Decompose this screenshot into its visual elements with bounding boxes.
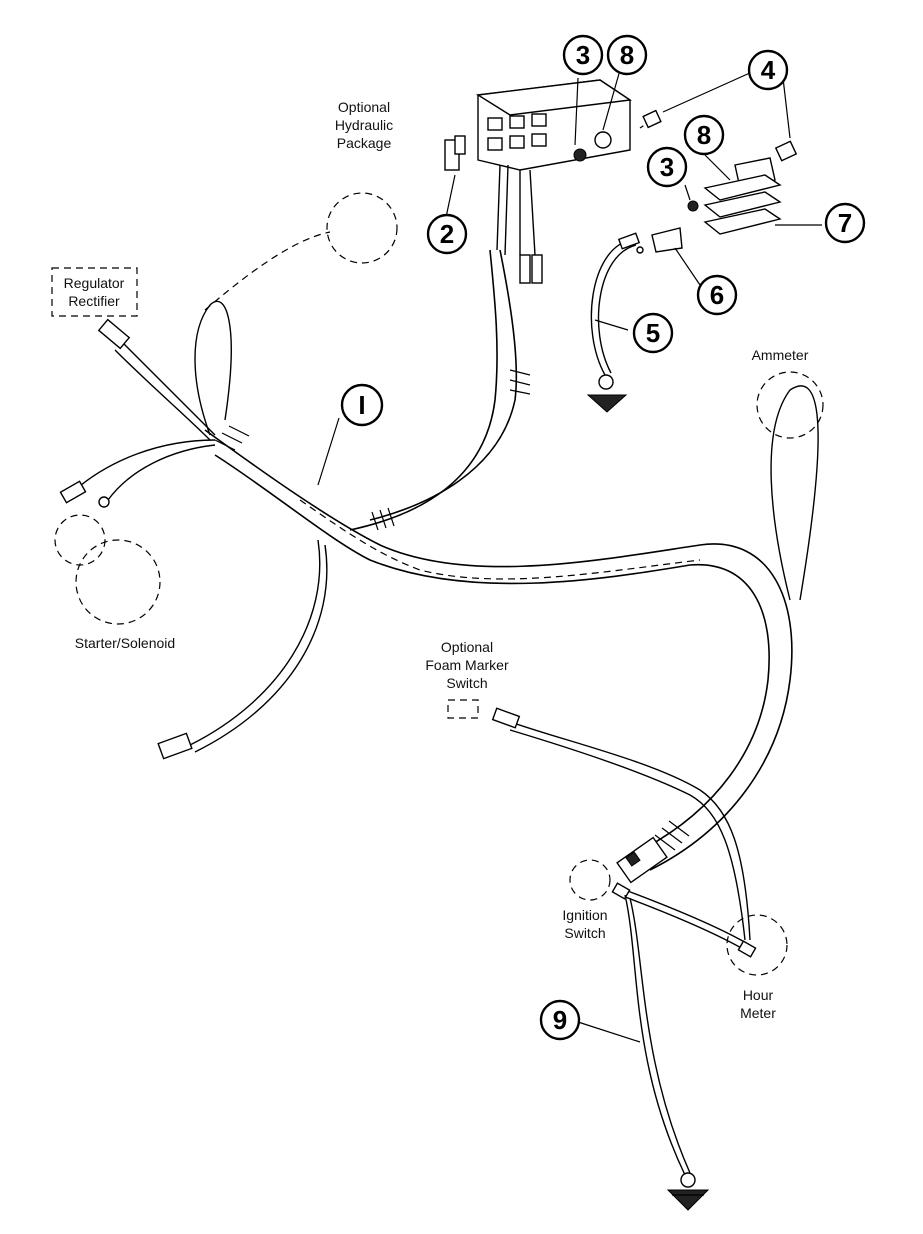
callout-3a: 3 [576, 40, 590, 70]
label-hour-1: Hour [743, 987, 774, 1003]
callout-7: 7 [838, 208, 852, 238]
regulator-connector [97, 318, 131, 350]
callout-8b: 8 [697, 120, 711, 150]
callouts: I 2 3 8 4 8 3 7 6 5 9 [340, 34, 866, 1041]
ground-wire-9 [624, 894, 710, 1211]
starter-outline [75, 539, 161, 625]
ignition-connector [569, 836, 788, 976]
ground-symbol-9 [666, 1189, 710, 1211]
callout-circle-8a [606, 34, 648, 76]
label-regulator-1: Regulator [64, 275, 125, 291]
label-regulator-2: Rectifier [68, 293, 120, 309]
label-foam-1: Optional [441, 639, 493, 655]
callout-4: 4 [761, 55, 776, 85]
callout-circle-6 [696, 274, 738, 316]
callout-circle-7 [824, 202, 866, 244]
relay-block [444, 79, 632, 284]
callout-5: 5 [646, 318, 660, 348]
optional-outlines [51, 192, 479, 719]
label-foam-2: Foam Marker [425, 657, 509, 673]
branch-wires [59, 231, 331, 760]
screw-4a [642, 109, 662, 129]
label-ammeter: Ammeter [752, 347, 809, 363]
harness-plug [616, 836, 668, 884]
hardware [636, 109, 798, 254]
foam-marker-wire [491, 707, 751, 941]
main-harness [204, 249, 793, 871]
callout-circle-5 [632, 312, 674, 354]
callout-circle-1 [340, 383, 384, 427]
callout-9: 9 [553, 1005, 567, 1035]
label-foam-3: Switch [446, 675, 487, 691]
ground-bracket [651, 227, 683, 253]
label-hour-2: Meter [740, 1005, 776, 1021]
label-ignition-1: Ignition [562, 907, 607, 923]
callout-circle-8b [683, 114, 725, 156]
screw-4b [774, 140, 798, 162]
lower-connector [157, 732, 193, 760]
ammeter-wires [756, 371, 824, 601]
label-hydraulic-1: Optional [338, 99, 390, 115]
regulator-box [51, 267, 138, 317]
ring-terminal [98, 496, 110, 508]
foam-connector [491, 707, 521, 729]
callout-circle-4 [747, 49, 789, 91]
ground-wire-5 [586, 232, 641, 413]
hour-meter-outline [726, 914, 788, 976]
foam-switch-outline [447, 699, 479, 719]
callout-circle-9 [539, 999, 581, 1041]
ground-symbol-5 [586, 394, 628, 413]
callout-6: 6 [710, 280, 724, 310]
starter-terminal [59, 480, 87, 504]
spacer-plates [703, 208, 782, 235]
callout-2: 2 [440, 219, 454, 249]
callout-8a: 8 [620, 40, 634, 70]
label-starter: Starter/Solenoid [75, 635, 175, 651]
callout-1: I [358, 390, 365, 420]
labels: Optional Hydraulic Package Regulator Rec… [64, 99, 809, 1021]
callout-circle-2 [426, 213, 468, 255]
label-hydraulic-3: Package [337, 135, 392, 151]
label-ignition-2: Switch [564, 925, 605, 941]
leaders [317, 69, 822, 1043]
callout-circle-3a [562, 34, 604, 76]
callout-circle-3b [646, 146, 688, 188]
hydraulic-outline [326, 192, 398, 264]
ground-ring [680, 1172, 696, 1188]
callout-3b: 3 [660, 152, 674, 182]
ammeter-outline [756, 371, 824, 439]
label-hydraulic-2: Hydraulic [335, 117, 393, 133]
ignition-outline [569, 859, 611, 901]
